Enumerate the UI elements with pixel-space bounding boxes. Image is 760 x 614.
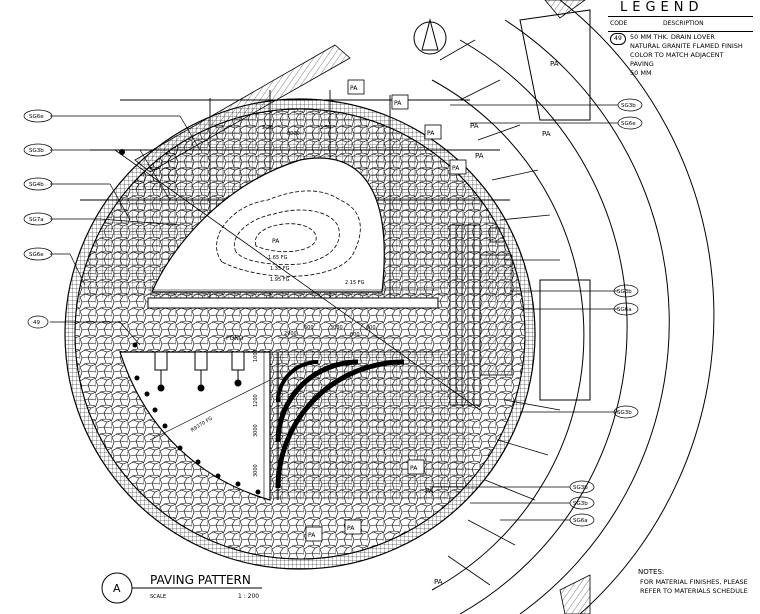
svg-text:6000: 6000 — [287, 131, 300, 137]
svg-text:PA: PA — [475, 152, 484, 160]
notes-text: FOR MATERIAL FINISHES, PLEASE REFER TO M… — [640, 578, 748, 595]
callout-left-6: 49 — [33, 320, 40, 326]
stairs — [449, 224, 513, 406]
svg-text:PA: PA — [550, 60, 559, 68]
svg-text:PA: PA — [452, 165, 460, 172]
legend-header: CODE DESCRIPTION — [608, 16, 753, 32]
callout-right-6: SG3b — [573, 485, 588, 491]
diagonal-path-upper — [134, 44, 351, 173]
svg-text:3000: 3000 — [253, 424, 259, 437]
callout-left-1: SG6e — [29, 114, 44, 120]
mound-center-label: PA — [272, 238, 280, 245]
callout-left-3: SG4b — [29, 182, 44, 188]
legend-code: 49 — [610, 33, 626, 45]
callouts-left — [23, 109, 201, 346]
svg-text:PA: PA — [308, 532, 316, 539]
callout-left-5: SG6e — [29, 252, 44, 258]
legend-description: 50 MM THK. DRAIN LOVER NATURAL GRANITE F… — [630, 33, 743, 77]
drawing-title: PAVING PATTERN — [150, 573, 251, 587]
svg-text:600: 600 — [304, 325, 314, 331]
svg-text:PA: PA — [425, 487, 434, 495]
svg-text:PA: PA — [394, 100, 402, 107]
callout-right-1: SG3b — [621, 103, 636, 109]
svg-text:600: 600 — [350, 332, 360, 338]
svg-text:2.20: 2.20 — [262, 125, 273, 131]
legend-title: LEGEND — [620, 0, 704, 15]
pond-label: POND — [226, 335, 244, 342]
scale-value: 1 : 200 — [238, 593, 259, 600]
svg-text:1.35 FG: 1.35 FG — [270, 266, 290, 272]
svg-text:PA: PA — [427, 130, 435, 137]
fountain-jets — [154, 351, 245, 392]
svg-text:600: 600 — [366, 325, 376, 331]
title-marker: A — [113, 582, 121, 595]
pa-labels: PA PA PA PA PA PA PA PA PA PA PA PA PA — [305, 60, 559, 586]
svg-text:3.50: 3.50 — [320, 125, 331, 131]
svg-text:1000: 1000 — [253, 349, 259, 362]
central-walkway — [147, 297, 439, 309]
svg-text:2900: 2900 — [284, 331, 297, 337]
notes-title: NOTES: — [638, 568, 665, 576]
title-block: A PAVING PATTERN SCALE 1 : 200 — [101, 572, 262, 604]
scale-label: SCALE — [150, 594, 166, 600]
callout-left-4: SG7a — [29, 217, 44, 223]
svg-text:1.95 FG: 1.95 FG — [270, 277, 290, 283]
dimensions-top: 2900 600 3030 600 600 — [278, 325, 402, 339]
callout-right-7: SG3b — [573, 501, 588, 507]
svg-text:2.15 FG: 2.15 FG — [345, 280, 365, 286]
mound-island — [151, 157, 385, 293]
callout-right-4: SG6a — [617, 307, 632, 313]
callout-left-2: SG3b — [29, 148, 44, 154]
svg-text:1200: 1200 — [253, 394, 259, 407]
concentric-arcs — [275, 359, 405, 489]
callout-right-8: SG6a — [573, 518, 588, 524]
callouts-right — [430, 98, 643, 527]
svg-text:PA: PA — [410, 465, 418, 472]
dimensions-side: 1000 1200 3000 3000 — [253, 349, 265, 500]
pond-lights — [132, 342, 261, 495]
callout-right-5: SG3b — [617, 410, 632, 416]
promenade-segments — [439, 39, 561, 586]
svg-text:3030: 3030 — [330, 325, 343, 331]
svg-text:1.65 FG: 1.65 FG — [268, 255, 288, 261]
svg-text:PA: PA — [542, 130, 551, 138]
callout-right-2: SG6e — [621, 121, 636, 127]
dimensions-upper: 2.20 6000 3.50 — [262, 125, 331, 137]
north-arrow — [413, 18, 447, 55]
grid-paving-lower — [270, 350, 470, 500]
legend-col-code: CODE — [610, 20, 628, 27]
pond — [119, 351, 271, 501]
svg-text:PA: PA — [350, 85, 358, 92]
legend-col-description: DESCRIPTION — [663, 20, 704, 27]
svg-text:PA: PA — [434, 578, 443, 586]
svg-text:3000: 3000 — [253, 464, 259, 477]
svg-text:PA: PA — [470, 122, 479, 130]
callout-right-3: SG3b — [617, 289, 632, 295]
svg-text:PA: PA — [347, 525, 355, 532]
